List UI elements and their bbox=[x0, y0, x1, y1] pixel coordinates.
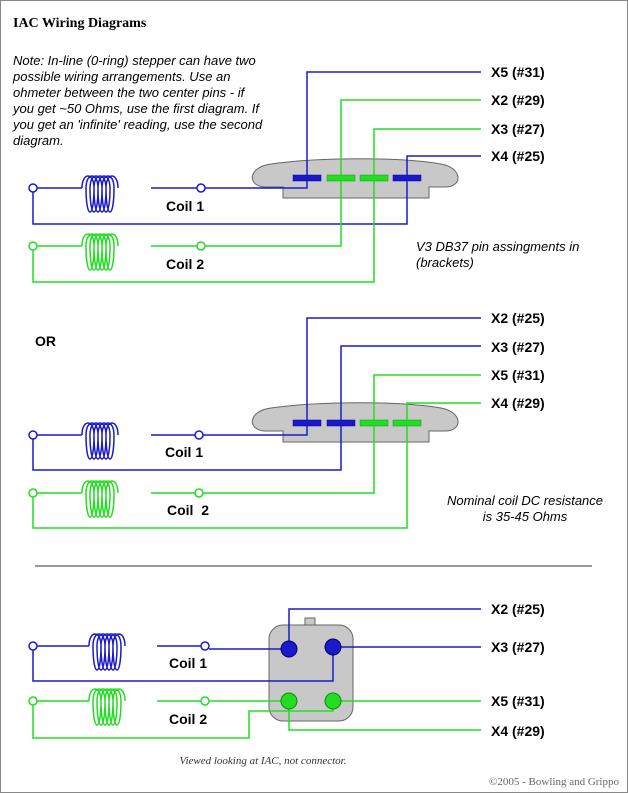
pin-green bbox=[280, 692, 298, 710]
pin-label: X4 (#29) bbox=[491, 395, 545, 411]
pin-slot-green bbox=[359, 419, 389, 427]
note-line: Note: In-line (0-ring) stepper can have … bbox=[13, 53, 256, 68]
coil-1-label: Coil 1 bbox=[165, 444, 203, 460]
note-line: diagram. bbox=[13, 133, 64, 148]
coil-2-label: Coil 2 bbox=[166, 256, 204, 272]
pin-label: X5 (#31) bbox=[491, 693, 545, 709]
terminal bbox=[28, 488, 38, 498]
pin-slot-blue bbox=[392, 174, 422, 182]
pin-slot-green bbox=[392, 419, 422, 427]
view-caption: Viewed looking at IAC, not connector. bbox=[180, 755, 347, 767]
page-title: IAC Wiring Diagrams bbox=[13, 16, 147, 31]
diagram-1: Coil 1 Coil 2 X5 (#31) X2 (#29) X3 (#27)… bbox=[28, 64, 579, 283]
pin-label: X3 (#27) bbox=[491, 339, 545, 355]
coil2-to-pin bbox=[205, 181, 342, 247]
terminal bbox=[194, 488, 204, 498]
pin-label: X2 (#25) bbox=[491, 601, 545, 617]
copyright: ©2005 - Bowling and Grippo bbox=[489, 776, 619, 788]
coil1-winding bbox=[88, 633, 126, 671]
terminal bbox=[196, 183, 206, 193]
wire-x4 bbox=[406, 155, 481, 175]
pin-assignment-note: (brackets) bbox=[416, 255, 474, 270]
wire-x2 bbox=[288, 608, 481, 649]
note-line: you get ~50 Ohms, use the first diagram.… bbox=[12, 101, 260, 116]
terminal bbox=[200, 696, 210, 706]
wiring-note: Note: In-line (0-ring) stepper can have … bbox=[12, 53, 263, 148]
terminal bbox=[28, 430, 38, 440]
or-label: OR bbox=[35, 333, 56, 349]
pin-blue bbox=[324, 638, 342, 656]
pin-label: X3 (#27) bbox=[491, 121, 545, 137]
wire-x5 bbox=[306, 71, 481, 175]
pin-slot-blue bbox=[292, 419, 322, 427]
coil1-to-pin bbox=[203, 426, 308, 436]
pin-assignment-note: V3 DB37 pin assingments in bbox=[416, 239, 579, 254]
note-line: possible wiring arrangements. Use an bbox=[12, 69, 231, 84]
coil2-return bbox=[32, 426, 408, 529]
pin-label: X5 (#31) bbox=[491, 367, 545, 383]
wire-x2 bbox=[306, 317, 481, 420]
terminal bbox=[28, 641, 38, 651]
coil2-return bbox=[32, 181, 375, 283]
wire-x4 bbox=[406, 402, 481, 420]
coil1-return bbox=[32, 181, 408, 225]
note-line: ohmeter between the two center pins - if bbox=[13, 85, 246, 100]
coil-2-label: Coil 2 bbox=[169, 711, 207, 727]
coil2-winding bbox=[81, 233, 119, 271]
terminal bbox=[194, 430, 204, 440]
terminal bbox=[28, 183, 38, 193]
pin-label: X3 (#27) bbox=[491, 639, 545, 655]
diagram-3: Coil 1 Coil 2 X2 (#25) X3 (#27) X5 (#31)… bbox=[28, 601, 545, 767]
coil2-to-pin bbox=[203, 426, 375, 494]
terminal bbox=[28, 241, 38, 251]
diagram-2: Coil 1 Coil 2 X2 (#25) X3 (#27) X5 (#31)… bbox=[28, 310, 603, 529]
wire-x5 bbox=[373, 374, 481, 420]
coil1-winding bbox=[81, 422, 119, 460]
pin-slot-green bbox=[326, 174, 356, 182]
pin-green bbox=[324, 692, 342, 710]
coil-1-label: Coil 1 bbox=[169, 655, 207, 671]
coil1-to-pin bbox=[205, 181, 308, 189]
wire-x2 bbox=[340, 99, 481, 175]
wire-x3 bbox=[340, 345, 481, 420]
coil1-winding bbox=[81, 175, 119, 213]
terminal bbox=[200, 641, 210, 651]
pin-slot-green bbox=[359, 174, 389, 182]
pin-label: X2 (#29) bbox=[491, 92, 545, 108]
pin-slot-blue bbox=[292, 174, 322, 182]
coil1-return bbox=[32, 426, 342, 471]
coil-1-label: Coil 1 bbox=[166, 198, 204, 214]
terminal bbox=[28, 696, 38, 706]
coil-2-label: Coil 2 bbox=[167, 502, 209, 518]
pin-label: X5 (#31) bbox=[491, 64, 545, 80]
coil2-winding bbox=[81, 480, 119, 518]
pin-blue bbox=[280, 640, 298, 658]
pin-label: X4 (#25) bbox=[491, 148, 545, 164]
coil2-winding bbox=[88, 688, 126, 726]
pin-label: X2 (#25) bbox=[491, 310, 545, 326]
resistance-note: is 35-45 Ohms bbox=[483, 509, 568, 524]
pin-slot-blue bbox=[326, 419, 356, 427]
terminal bbox=[196, 241, 206, 251]
wire-x3 bbox=[373, 128, 481, 175]
iac-connector-body bbox=[268, 624, 354, 722]
resistance-note: Nominal coil DC resistance bbox=[447, 493, 603, 508]
coil1-return bbox=[32, 646, 334, 682]
note-line: you get an 'infinite' reading, use the s… bbox=[12, 117, 263, 132]
pin-label: X4 (#29) bbox=[491, 723, 545, 739]
